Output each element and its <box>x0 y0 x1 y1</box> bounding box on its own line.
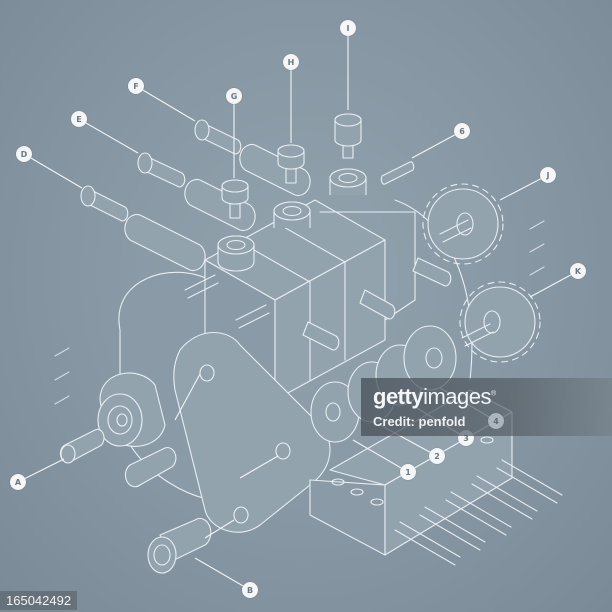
callout-f: F <box>128 78 144 94</box>
callout-6: 6 <box>454 123 470 139</box>
callout-1: 1 <box>400 464 416 480</box>
callout-a: A <box>10 474 26 490</box>
gears <box>422 183 541 363</box>
top-cups <box>217 168 367 272</box>
image-id-label: 165042492 <box>0 591 78 610</box>
caps <box>221 113 362 219</box>
callout-d: D <box>16 146 32 162</box>
callout-2: 2 <box>429 448 445 464</box>
callout-j: J <box>540 167 556 183</box>
callout-4: 4 <box>488 413 504 429</box>
callout-h: H <box>283 54 299 70</box>
callout-i: I <box>340 20 356 36</box>
credit-text: Credit: penfold <box>373 414 466 429</box>
bolts <box>80 119 242 222</box>
callout-e: E <box>71 111 87 127</box>
motion-dashes <box>54 220 545 405</box>
callout-g: G <box>226 88 242 104</box>
callout-b: B <box>242 582 258 598</box>
callout-k: K <box>570 263 586 279</box>
getty-logo: gettyimages® <box>373 384 496 409</box>
getty-watermark: gettyimages® Credit: penfold <box>361 378 612 436</box>
